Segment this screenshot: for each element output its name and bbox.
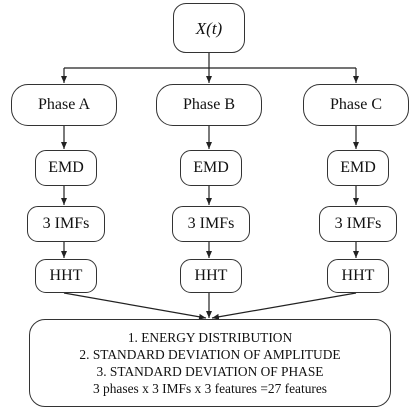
feature-line-energy: 1. ENERGY DISTRIBUTION <box>127 330 293 345</box>
imfs-node-b: 3 IMFs <box>172 206 250 242</box>
feature-line-amplitude: 2. STANDARD DEVIATION OF AMPLITUDE <box>79 347 341 362</box>
emd-label-c: EMD <box>340 159 376 176</box>
phase-b-node: Phase B <box>156 84 262 126</box>
phase-c-label: Phase C <box>330 96 382 113</box>
hht-label-b: HHT <box>194 267 228 284</box>
phase-a-node: Phase A <box>11 84 117 126</box>
emd-node-a: EMD <box>35 150 97 186</box>
imfs-label-a: 3 IMFs <box>42 215 90 232</box>
feature-line-phase: 3. STANDARD DEVIATION OF PHASE <box>96 364 324 379</box>
signal-input-node: X(t) <box>173 3 245 53</box>
hht-node-b: HHT <box>180 259 242 293</box>
feature-summary-node: 1. ENERGY DISTRIBUTION 2. STANDARD DEVIA… <box>29 319 391 407</box>
imfs-node-c: 3 IMFs <box>319 206 397 242</box>
phase-a-label: Phase A <box>38 96 90 113</box>
emd-node-c: EMD <box>327 150 389 186</box>
phase-c-node: Phase C <box>303 84 409 126</box>
imfs-node-a: 3 IMFs <box>27 206 105 242</box>
arrow-hht-c-to-features <box>211 292 357 320</box>
emd-node-b: EMD <box>180 150 242 186</box>
arrow-hht-a-to-features <box>63 292 207 320</box>
hht-node-c: HHT <box>327 259 389 293</box>
imfs-label-c: 3 IMFs <box>334 215 382 232</box>
hht-label-c: HHT <box>341 267 375 284</box>
phase-b-label: Phase B <box>183 96 235 113</box>
signal-input-label: X(t) <box>195 18 223 38</box>
feature-line-total: 3 phases x 3 IMFs x 3 features =27 featu… <box>92 381 328 396</box>
hht-node-a: HHT <box>35 259 97 293</box>
emd-label-a: EMD <box>48 159 84 176</box>
hht-label-a: HHT <box>49 267 83 284</box>
imfs-label-b: 3 IMFs <box>187 215 235 232</box>
emd-label-b: EMD <box>193 159 229 176</box>
